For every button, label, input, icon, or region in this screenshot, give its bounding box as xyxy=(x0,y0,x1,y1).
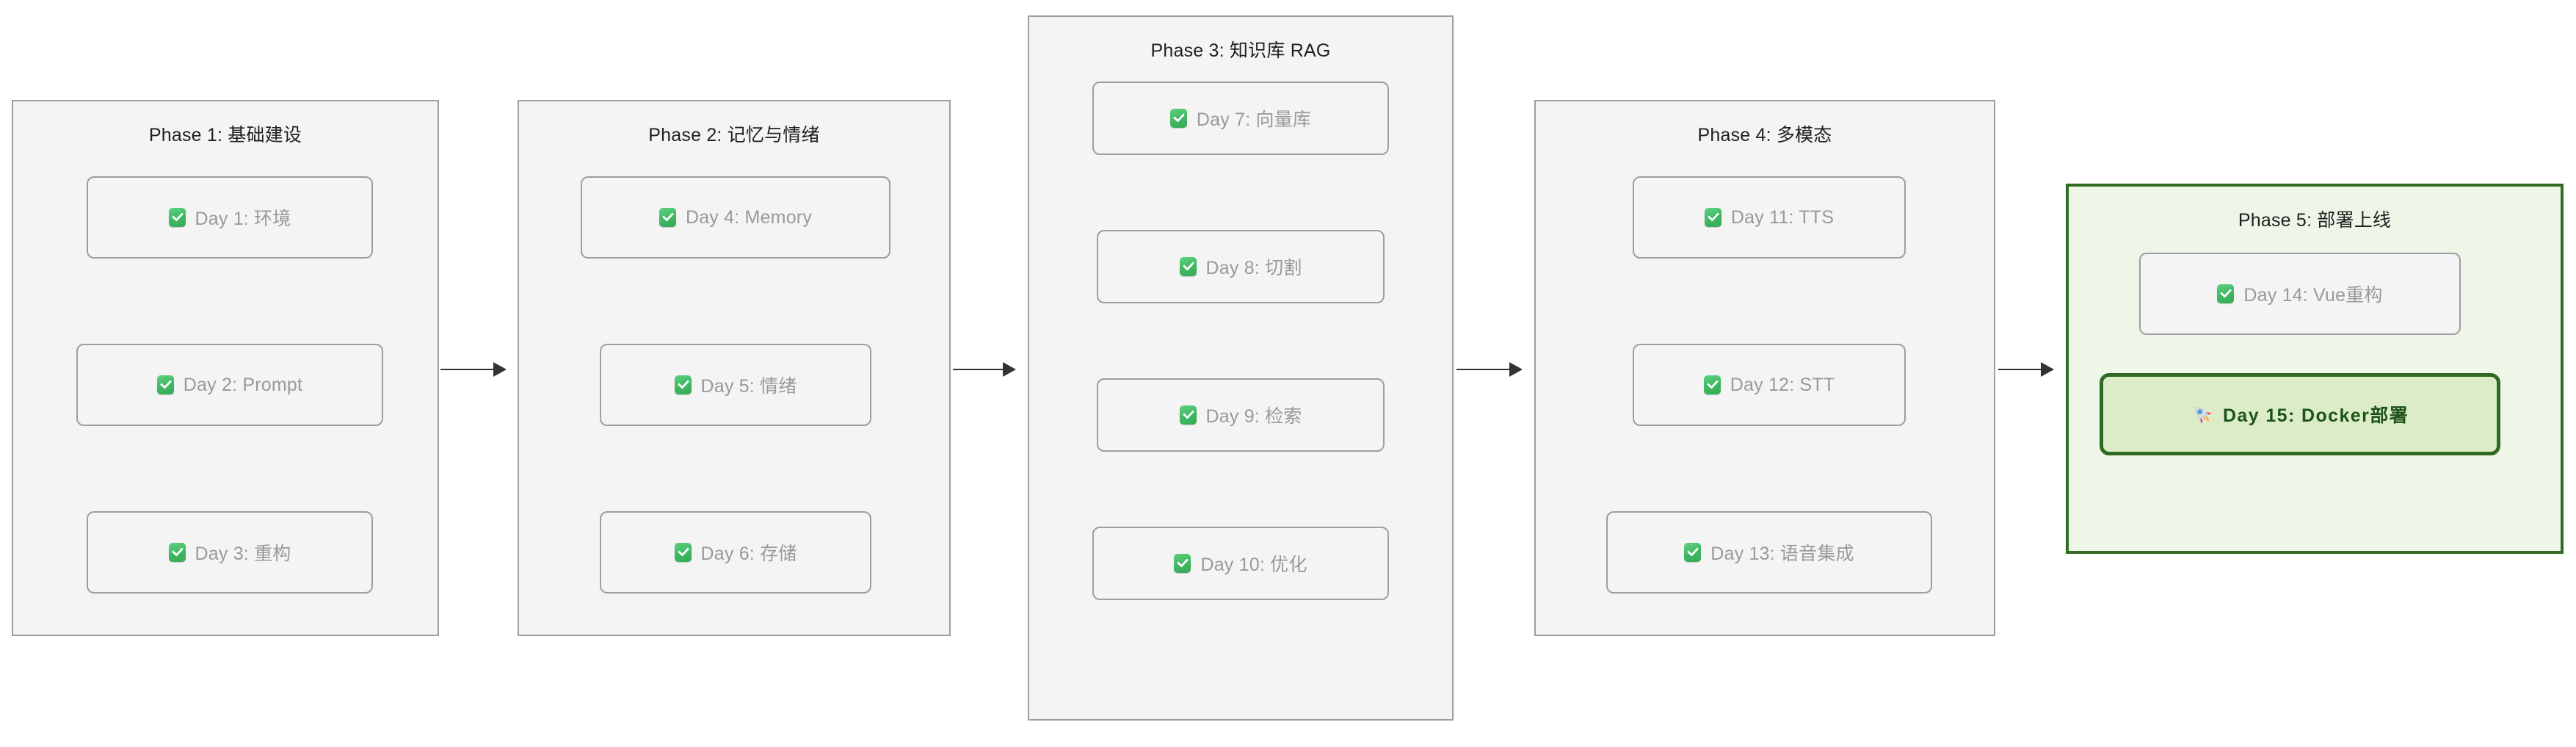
phase-title-1: Phase 1: 基础建设 xyxy=(148,125,302,145)
node-day-7[interactable]: Day 7: 向量库 xyxy=(1092,82,1389,155)
phase-container-4[interactable]: Phase 4: 多模态 Day 11: TTS Day 12: STT Day… xyxy=(1534,100,1995,636)
node-label: Day 12: STT xyxy=(1730,374,1835,395)
node-label: Day 2: Prompt xyxy=(183,374,303,395)
node-label: Day 6: 存储 xyxy=(700,544,797,564)
arrow-phase3-phase4 xyxy=(1456,369,1521,370)
phase-title-3: Phase 3: 知识库 RAG xyxy=(1150,40,1331,61)
node-label: Day 13: 语音集成 xyxy=(1710,544,1854,564)
phase-container-1[interactable]: Phase 1: 基础建设 Day 1: 环境 Day 2: Prompt Da… xyxy=(12,100,439,636)
checkbox-checked-icon xyxy=(1179,405,1197,425)
node-day-12[interactable]: Day 12: STT xyxy=(1633,344,1906,426)
arrow-phase2-phase3 xyxy=(953,369,1015,370)
checkbox-checked-icon xyxy=(168,543,186,562)
checkbox-checked-icon xyxy=(2217,284,2235,303)
phase-title-5: Phase 5: 部署上线 xyxy=(2238,210,2392,231)
checkbox-checked-icon xyxy=(1704,208,1721,227)
phase-container-2[interactable]: Phase 2: 记忆与情绪 Day 4: Memory Day 5: 情绪 D… xyxy=(518,100,951,636)
node-label: Day 3: 重构 xyxy=(195,544,291,564)
node-label: Day 14: Vue重构 xyxy=(2243,285,2383,306)
node-day-1[interactable]: Day 1: 环境 xyxy=(87,176,373,259)
node-label: Day 15: Docker部署 xyxy=(2222,405,2409,426)
arrow-phase1-phase2 xyxy=(440,369,505,370)
checkbox-checked-icon xyxy=(674,375,692,394)
phase-container-5[interactable]: Phase 5: 部署上线 Day 14: Vue重构 Day 15: Dock… xyxy=(2066,184,2564,554)
node-label: Day 11: TTS xyxy=(1730,206,1835,228)
checkbox-checked-icon xyxy=(156,375,174,394)
node-day-14[interactable]: Day 14: Vue重构 xyxy=(2139,253,2461,335)
phase-title-4: Phase 4: 多模态 xyxy=(1697,125,1832,145)
checkbox-checked-icon xyxy=(1174,554,1191,573)
node-label: Day 10: 优化 xyxy=(1200,555,1307,575)
node-day-8[interactable]: Day 8: 切割 xyxy=(1097,230,1385,303)
node-day-10[interactable]: Day 10: 优化 xyxy=(1092,527,1389,600)
node-label: Day 7: 向量库 xyxy=(1196,109,1312,130)
phase-title-2: Phase 2: 记忆与情绪 xyxy=(648,125,820,145)
checkbox-checked-icon xyxy=(674,543,692,562)
node-day-3[interactable]: Day 3: 重构 xyxy=(87,511,373,593)
checkbox-checked-icon xyxy=(1179,257,1197,276)
checkbox-checked-icon xyxy=(1703,375,1721,394)
checkbox-checked-icon xyxy=(168,208,186,227)
node-day-5[interactable]: Day 5: 情绪 xyxy=(600,344,871,426)
phase-container-3[interactable]: Phase 3: 知识库 RAG Day 7: 向量库 Day 8: 切割 Da… xyxy=(1028,15,1454,721)
checkbox-checked-icon xyxy=(1169,109,1187,128)
node-day-6[interactable]: Day 6: 存储 xyxy=(600,511,871,593)
node-label: Day 4: Memory xyxy=(685,206,813,228)
node-day-11[interactable]: Day 11: TTS xyxy=(1633,176,1906,259)
arrow-phase4-phase5 xyxy=(1998,369,2053,370)
checkbox-checked-icon xyxy=(658,208,676,227)
node-day-15[interactable]: Day 15: Docker部署 xyxy=(2100,373,2500,455)
node-day-9[interactable]: Day 9: 检索 xyxy=(1097,378,1385,452)
node-label: Day 9: 检索 xyxy=(1205,406,1302,427)
rocket-icon xyxy=(2195,407,2212,424)
checkbox-checked-icon xyxy=(1684,543,1702,562)
node-label: Day 5: 情绪 xyxy=(700,376,797,397)
node-day-2[interactable]: Day 2: Prompt xyxy=(76,344,383,426)
node-day-4[interactable]: Day 4: Memory xyxy=(581,176,890,259)
node-label: Day 8: 切割 xyxy=(1205,258,1302,278)
node-day-13[interactable]: Day 13: 语音集成 xyxy=(1606,511,1932,593)
node-label: Day 1: 环境 xyxy=(195,209,291,229)
